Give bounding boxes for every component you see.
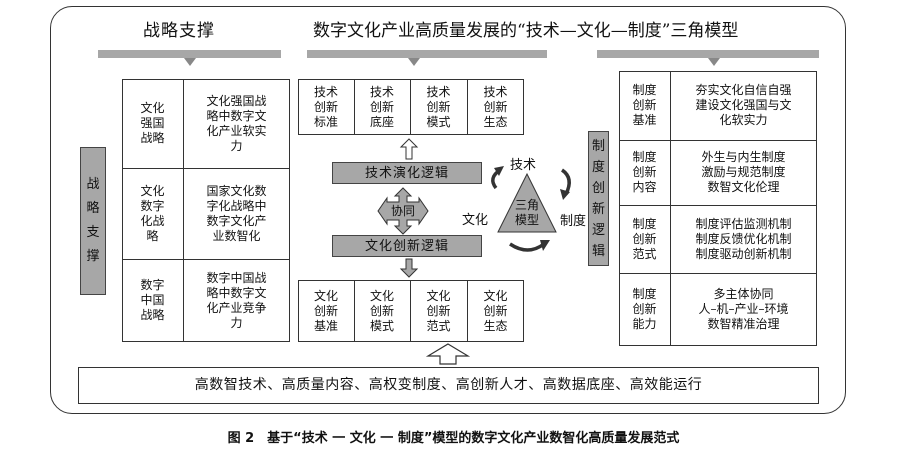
institution-name-2: 制度 创新 内容	[632, 150, 657, 194]
strategy-desc-2: 国家文化数 字化战略中 数字文化产 业数智化	[206, 183, 267, 243]
tech-cell-ecology: 技术 创新 生态	[483, 84, 508, 129]
diagram-frame	[50, 6, 846, 414]
institution-name-4: 制度 创新 能力	[632, 287, 657, 331]
triangle-center-label: 三角 模型	[514, 198, 539, 227]
culture-cell-mode: 文化 创新 模式	[369, 288, 394, 333]
collaboration-arrows	[377, 187, 429, 235]
foundation-bar: 高数智技术、高质量内容、高权变制度、高创新人才、高数据底座、高效能运行	[78, 367, 819, 404]
triangle-left-label: 文化	[462, 213, 489, 228]
strategy-desc-3: 数字中国战 略中数字文 化产业竞争 力	[206, 270, 267, 330]
tech-cell-mode: 技术 创新 模式	[426, 84, 451, 129]
triangle-right-label: 制度	[560, 214, 587, 229]
culture-down-arrow	[399, 258, 419, 278]
tech-up-arrow	[399, 138, 419, 160]
center-header-bar	[307, 50, 547, 58]
institution-innovation-logic: 制 度 创 新 逻 辑	[588, 131, 609, 266]
triangle-top-label: 技术	[510, 158, 537, 173]
triangle-model-shape	[497, 172, 557, 233]
strategy-name-1: 文化 强国 战略	[140, 101, 165, 145]
collaboration-label: 协同	[390, 203, 415, 218]
strategy-support-tag: 战 略 支 撑	[80, 147, 106, 295]
culture-cell-ecology: 文化 创新 生态	[483, 288, 508, 333]
left-down-arrow	[184, 58, 196, 66]
institution-desc-3: 制度评估监测机制 制度反馈优化机制 制度驱动创新机制	[695, 216, 792, 261]
strategy-name-2: 文化 数字 化战 略	[140, 183, 165, 243]
culture-cell-paradigm: 文化 创新 范式	[426, 288, 451, 333]
strategy-table	[122, 79, 290, 342]
right-header-bar	[597, 50, 819, 58]
tech-cell-base: 技术 创新 底座	[369, 84, 394, 129]
left-header: 战略支撑	[143, 21, 215, 41]
tech-evolution-logic: 技术演化逻辑	[332, 162, 482, 184]
left-header-bar	[98, 50, 281, 58]
strategy-name-3: 数字 中国 战略	[140, 278, 165, 322]
center-down-arrow	[408, 58, 420, 66]
institution-name-3: 制度 创新 范式	[632, 216, 657, 261]
strategy-desc-1: 文化强国战 略中数字文 化产业软实 力	[206, 93, 267, 153]
foundation-up-arrow	[425, 343, 471, 365]
main-header: 数字文化产业高质量发展的“技术—文化—制度”三角模型	[313, 21, 739, 41]
tech-innovation-row	[298, 79, 524, 135]
tech-cell-standard: 技术 创新 标准	[313, 84, 338, 129]
culture-cell-benchmark: 文化 创新 基准	[313, 288, 338, 333]
institution-desc-1: 夯实文化自信自强 建设文化强国与文 化软实力	[695, 83, 792, 127]
right-down-arrow	[708, 58, 720, 66]
culture-innovation-logic: 文化创新逻辑	[332, 235, 482, 257]
institution-desc-4: 多主体协同 人–机–产业–环境 数智精准治理	[698, 287, 789, 331]
institution-name-1: 制度 创新 基准	[632, 83, 657, 127]
institution-desc-2: 外生与内生制度 激励与规范制度 数智文化伦理	[701, 150, 786, 194]
institution-table	[619, 71, 817, 346]
figure-caption: 图 2 基于“技术 一 文化 一 制度”模型的数字文化产业数智化高质量发展范式	[227, 431, 680, 446]
culture-innovation-row	[298, 280, 524, 342]
cycle-arrows	[491, 166, 571, 252]
